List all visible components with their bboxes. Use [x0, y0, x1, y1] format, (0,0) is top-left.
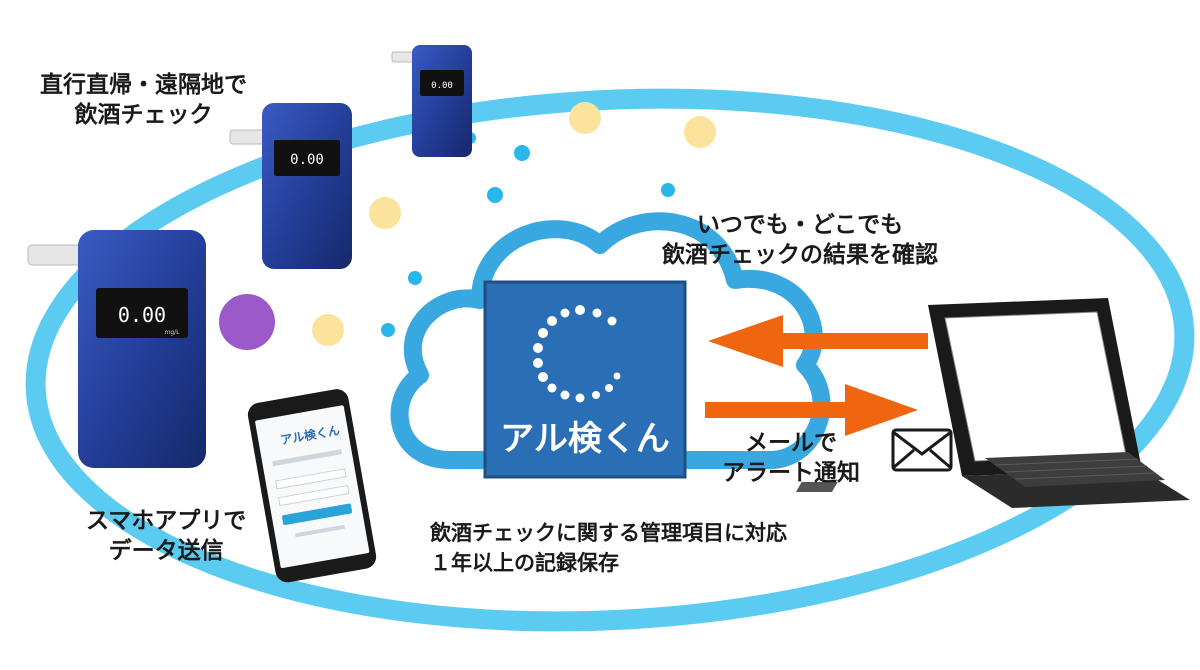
label-remote-check: 直行直帰・遠隔地で 飲酒チェック: [40, 72, 247, 128]
device-reading: 0.00: [118, 303, 166, 327]
breathalyzer-medium-icon: 0.00: [229, 103, 352, 269]
label-anytime-check: いつでも・どこでも 飲酒チェックの結果を確認: [662, 212, 938, 268]
breathalyzer-small-icon: 0.00: [391, 45, 472, 157]
data-dots: [219, 102, 716, 350]
breathalyzer-large-icon: 0.00 mg/L: [27, 230, 206, 468]
device-reading: 0.00: [290, 152, 324, 168]
mail-envelope-icon: [891, 428, 953, 472]
smartphone-icon: アル検くん: [247, 389, 377, 583]
app-logo-text: アル検くん: [500, 419, 670, 459]
label-smartphone-send: スマホアプリで データ送信: [86, 508, 247, 564]
arrow-laptop-to-cloud-icon: [708, 315, 928, 367]
device-unit: mg/L: [164, 329, 180, 336]
device-reading: 0.00: [431, 81, 453, 91]
purple-dot: [219, 294, 275, 350]
app-logo-dots-icon: [533, 305, 621, 403]
network-ellipse: [25, 88, 1195, 632]
laptop-icon: [795, 298, 1190, 508]
arrow-cloud-to-laptop-icon: [705, 384, 918, 436]
label-mail-alert: メールで アラート通知: [722, 430, 860, 486]
label-management: 飲酒チェックに関する管理項目に対応 １年以上の記録保存: [430, 521, 787, 575]
app-logo-tile: アル検くん: [483, 280, 687, 479]
